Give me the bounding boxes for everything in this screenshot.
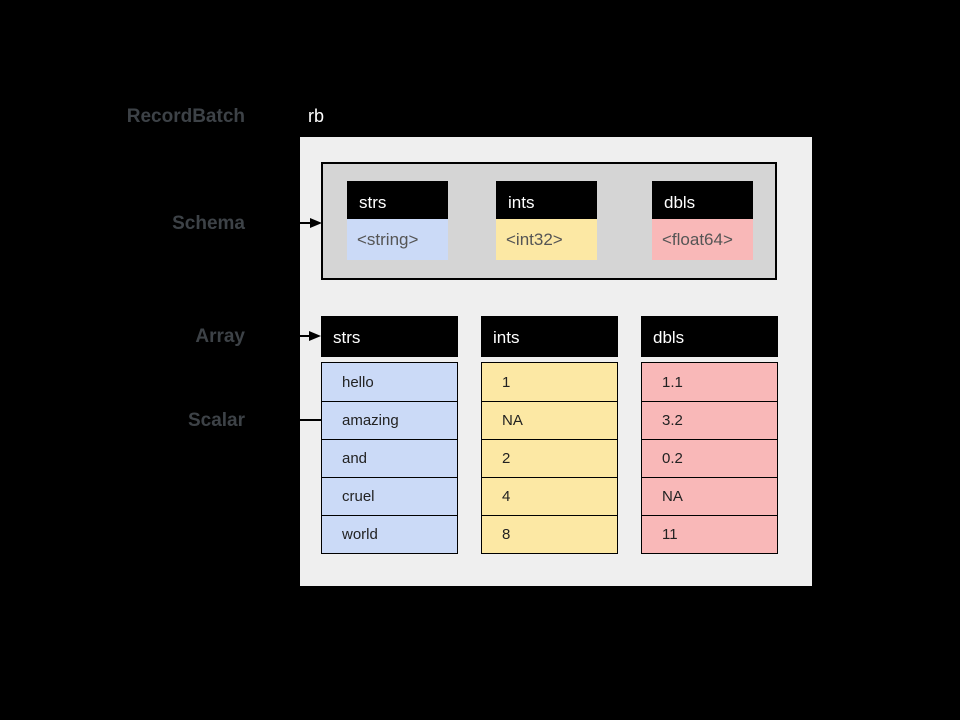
schema-field-strs: strs<string> xyxy=(347,181,448,260)
array-cell: world xyxy=(322,515,457,553)
array-column-name: strs xyxy=(321,316,458,357)
array-column-name: ints xyxy=(481,316,618,357)
schema-field-type: <int32> xyxy=(496,219,597,260)
label-recordbatch: RecordBatch xyxy=(126,106,245,127)
array-cell: hello xyxy=(322,363,457,401)
schema-field-name: strs xyxy=(347,181,448,219)
array-cell: 3.2 xyxy=(642,401,777,439)
array-cell: cruel xyxy=(322,477,457,515)
rb-instance-label: rb xyxy=(308,106,325,126)
label-array: Array xyxy=(195,326,245,347)
schema-field-name: ints xyxy=(496,181,597,219)
array-cell: NA xyxy=(642,477,777,515)
schema-field-ints: ints<int32> xyxy=(496,181,597,260)
schema-field-dbls: dbls<float64> xyxy=(652,181,753,260)
array-cell: 11 xyxy=(642,515,777,553)
array-column-name: dbls xyxy=(641,316,778,357)
array-cell: 0.2 xyxy=(642,439,777,477)
array-cell: 4 xyxy=(482,477,617,515)
array-cell: 8 xyxy=(482,515,617,553)
schema-field-type: <float64> xyxy=(652,219,753,260)
schema-arrow-icon xyxy=(250,218,322,228)
schema-field-name: dbls xyxy=(652,181,753,219)
label-schema: Schema xyxy=(172,213,245,234)
schema-field-type: <string> xyxy=(347,219,448,260)
array-arrow-icon xyxy=(250,331,321,341)
label-scalar: Scalar xyxy=(187,410,245,431)
array-cell: 1 xyxy=(482,363,617,401)
array-cell: amazing xyxy=(322,401,457,439)
array-cell: 1.1 xyxy=(642,363,777,401)
array-cell: 2 xyxy=(482,439,617,477)
array-cell: and xyxy=(322,439,457,477)
array-cell: NA xyxy=(482,401,617,439)
